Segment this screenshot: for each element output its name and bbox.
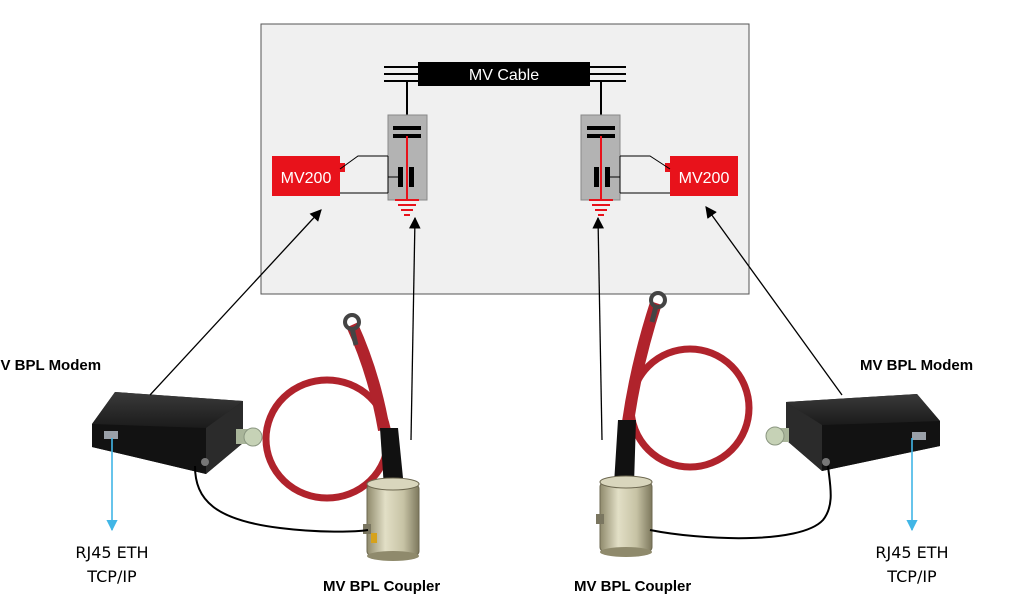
label-eth-right-line2: TCP/IP (887, 567, 937, 586)
coupler-device-left (262, 313, 420, 561)
schematic-panel: MV Cable (260, 23, 750, 295)
arrow-modem-right (705, 206, 843, 396)
modem-device-right (765, 394, 940, 471)
coupler-device-right (596, 291, 753, 557)
label-modem-right: MV BPL Modem (860, 357, 974, 374)
arrow-coupler-left (408, 216, 421, 441)
arrow-modem-left (149, 209, 322, 396)
label-modem-left: MV BPL Modem (0, 357, 102, 374)
label-eth-right-line1: RJ45 ETH (875, 543, 949, 562)
mv-cable: MV Cable (384, 62, 626, 115)
label-eth-left-line2: TCP/IP (87, 567, 137, 586)
label-eth-right: RJ45 ETH TCP/IP (852, 541, 972, 589)
modem-symbol-left-label: MV200 (281, 170, 332, 187)
label-coupler-right: MV BPL Coupler (574, 578, 692, 595)
cable-left (194, 465, 369, 533)
coupler-symbol-right (580, 114, 621, 216)
modem-symbol-right: MV200 (610, 155, 738, 196)
mv-cable-label: MV Cable (469, 67, 539, 84)
label-eth-left: RJ45 ETH TCP/IP (52, 541, 172, 589)
arrow-coupler-right (592, 216, 605, 441)
modem-symbol-right-label: MV200 (679, 170, 730, 187)
modem-device-left (92, 392, 263, 474)
cable-right (649, 465, 832, 540)
label-coupler-left: MV BPL Coupler (323, 578, 441, 595)
modem-symbol-left: MV200 (272, 155, 398, 196)
coupler-symbol-left (387, 114, 428, 216)
label-eth-left-line1: RJ45 ETH (75, 543, 149, 562)
